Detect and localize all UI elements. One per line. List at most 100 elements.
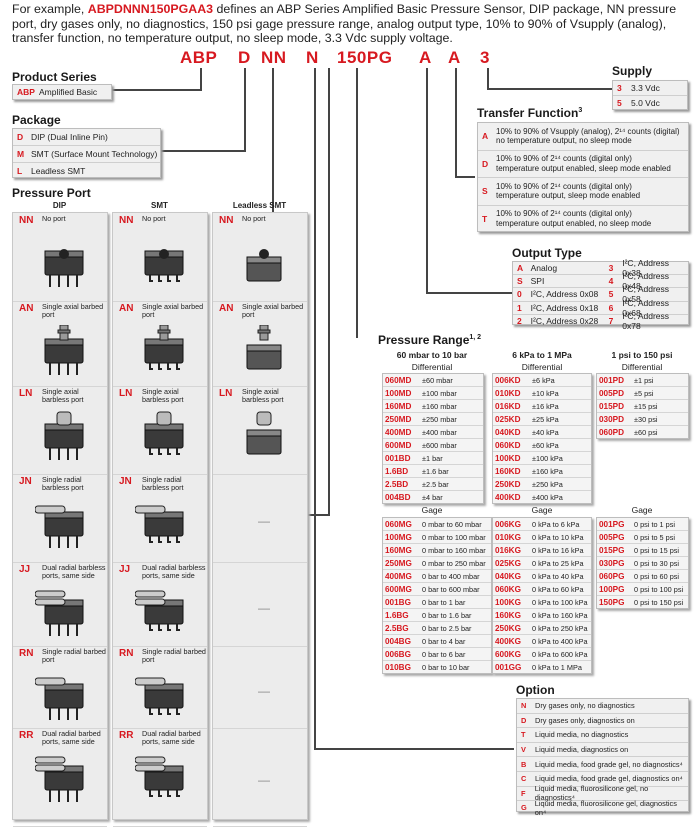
option-row: F Liquid media, fluorosilicone gel, no di… — [517, 784, 688, 803]
port-code: NN — [19, 215, 34, 226]
pressure-range-row: 060PD±60 psi — [597, 426, 688, 438]
sensor-image — [144, 249, 184, 282]
range-code: 004BG — [385, 636, 411, 646]
range-value: ±16 kPa — [532, 401, 559, 411]
port-code: RN — [119, 648, 134, 659]
pressure-range-row: 025KG 0 kPa to 25 kPa — [493, 557, 591, 570]
transfer-desc: 10% to 90% of 2¹⁴ counts (digital only)t… — [496, 182, 640, 201]
range-value: 0 kPa to 25 kPa — [532, 558, 584, 568]
port-label: Single axial barbed port — [242, 302, 304, 319]
output-label: I²C, Address 0x58 — [622, 284, 670, 305]
pressure-range-row: 100KD±100 kPa — [493, 452, 591, 465]
port-label: Single radial barbless port — [142, 475, 184, 492]
sensor-image — [144, 411, 184, 455]
sensor-image — [135, 677, 184, 715]
option-code: F — [521, 788, 526, 798]
output-code: 4 — [608, 276, 614, 287]
port-label: Dual radial barbless ports, same side — [142, 563, 206, 580]
transfer-code: D — [482, 158, 489, 169]
range-col-head-2: 6 kPa to 1 MPa — [512, 350, 572, 360]
differential-label-3: Differential — [621, 362, 663, 372]
output-label: I²C, Address 0x38 — [622, 258, 670, 279]
connector-line — [487, 88, 613, 90]
range-value: 0 bar to 1 bar — [422, 597, 466, 607]
sensor-image — [35, 756, 84, 802]
range-value: 0 kPa to 160 kPa — [532, 610, 588, 620]
range-code: 015PD — [599, 401, 625, 411]
range-col-head-3: 1 psi to 150 psi — [611, 350, 673, 360]
range-value: ±15 psi — [634, 401, 658, 411]
not-available-dash: — — [258, 600, 270, 615]
gage-label-1: Gage — [421, 505, 443, 515]
pn-range: 150PG — [337, 48, 393, 67]
range-code: 160MG — [385, 545, 412, 555]
pn-voltage: 3 — [480, 48, 490, 67]
range-code: 010BG — [385, 662, 411, 672]
port-label: Dual radial barbed ports, same side — [142, 729, 201, 746]
port-label: Single axial barbed port — [142, 302, 204, 319]
transfer-row: D 10% to 90% of 2¹⁴ counts (digital only)… — [478, 151, 688, 178]
output-label: I²C, Address 0x78 — [622, 310, 670, 331]
output-label: I²C, Address 0x18 — [530, 302, 599, 313]
connector-line — [356, 68, 358, 338]
pressure-range-row: 001PD±1 psi — [597, 374, 688, 387]
transfer-desc: 10% to 90% of 2¹⁴ counts (digital only)t… — [496, 154, 671, 173]
range-value: ±400 mbar — [422, 427, 457, 437]
connector-line — [244, 68, 246, 152]
pressure-range-row: 005PD±5 psi — [597, 387, 688, 400]
package-label: Leadless SMT — [31, 165, 86, 176]
range-value: 0 bar to 6 bar — [422, 649, 466, 659]
range-value: 0 mbar to 100 mbar — [422, 532, 486, 542]
sensor-image — [246, 249, 282, 282]
sensor-image — [44, 411, 84, 460]
range-value: 0 psi to 60 psi — [634, 571, 680, 581]
sensor-image — [246, 411, 282, 455]
pressure-range-row: 1.6BD±1.6 bar — [383, 465, 483, 478]
range-value: 0 mbar to 250 mbar — [422, 558, 486, 568]
transfer-function-title: Transfer Function3 — [477, 106, 583, 120]
range-code: 025KG — [495, 558, 521, 568]
sensor-image — [35, 505, 84, 548]
option-label: Liquid media, fluorosilicone gel, no dia… — [534, 784, 649, 803]
pressure-range-row: 250MD±250 mbar — [383, 413, 483, 426]
range-value: ±1.6 bar — [422, 466, 449, 476]
port-code: RR — [19, 730, 34, 741]
range-value: ±600 mbar — [422, 440, 457, 450]
range-code: 040KG — [495, 571, 521, 581]
range-value: 0 bar to 400 mbar — [422, 571, 480, 581]
pressure-port-title: Pressure Port — [12, 186, 91, 200]
package-code: L — [17, 165, 23, 176]
range-value: 0 kPa to 250 kPa — [532, 623, 588, 633]
pressure-range-row: 160MD±160 mbar — [383, 400, 483, 413]
port-col-dip: DIP — [52, 201, 67, 210]
range-value: 0 bar to 1.6 bar — [422, 610, 472, 620]
intro-paragraph: For example, ABPDNNN150PGAA3 defines an … — [12, 2, 692, 46]
pressure-range-row: 004BD±4 bar — [383, 491, 483, 503]
range-code: 001PD — [599, 375, 625, 385]
range-code: 160KG — [495, 610, 521, 620]
range-value: ±400 kPa — [532, 492, 563, 502]
option-label: Liquid media, fluorosilicone gel, diagno… — [534, 798, 677, 817]
option-code: N — [521, 701, 527, 711]
